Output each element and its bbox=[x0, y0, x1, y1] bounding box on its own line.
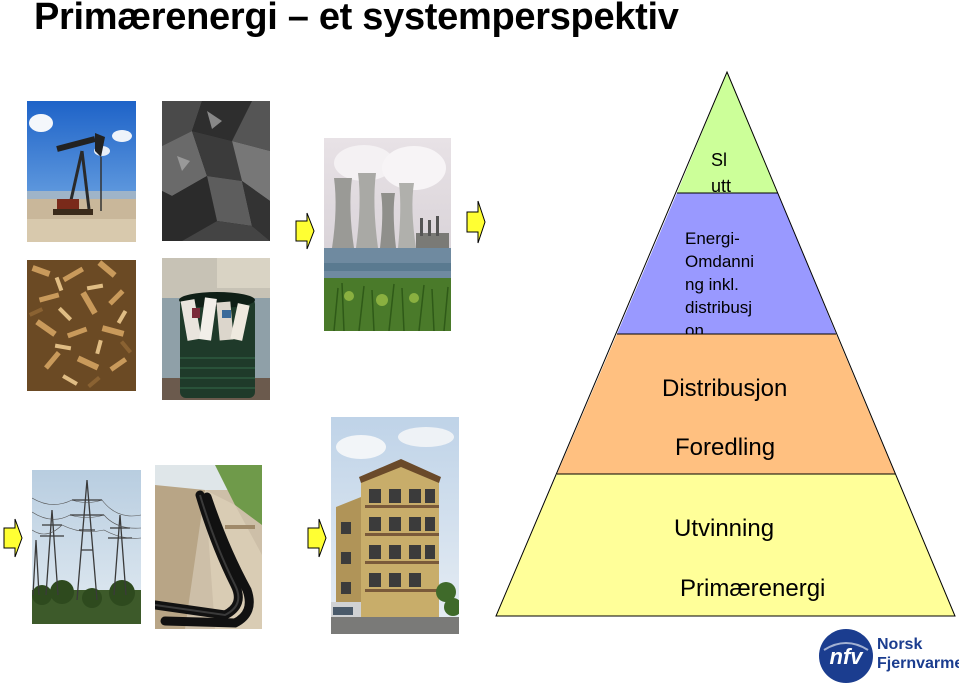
conversion-text-clip: Energi- Omdanni ng inkl. distribusj on bbox=[617, 193, 836, 334]
pyramid-conversion-line-4: distribusj bbox=[685, 298, 753, 317]
arrow-right-icon bbox=[466, 200, 486, 244]
pyramid-top-line-1: Sl bbox=[711, 150, 728, 170]
pyramid-level-middle bbox=[557, 334, 895, 474]
wood-chips-photo bbox=[27, 260, 136, 391]
district-heating-pipes-photo bbox=[155, 465, 262, 629]
oil-pump-photo bbox=[27, 101, 136, 242]
coal-photo bbox=[162, 101, 270, 241]
logo-line-1: Norsk bbox=[877, 636, 923, 653]
slide-title: Primærenergi – et systemperspektiv bbox=[34, 0, 679, 38]
arrow-right-icon bbox=[307, 518, 327, 558]
pyramid-conversion-line-1: Energi- bbox=[685, 229, 740, 248]
arrow-right-icon bbox=[3, 518, 23, 558]
arrow-right-icon bbox=[295, 212, 315, 250]
pyramid-top-line-2: utt bbox=[711, 176, 732, 196]
power-plant-photo bbox=[324, 138, 451, 331]
logo-line-2: Fjernvarme bbox=[877, 655, 959, 672]
building-photo bbox=[331, 417, 459, 634]
pyramid-base-line-1: Utvinning bbox=[674, 515, 775, 542]
pyramid-middle-line-2: Foredling bbox=[675, 434, 776, 461]
nfv-logo-icon: nfv bbox=[819, 629, 873, 683]
pyramid-level-base bbox=[496, 474, 955, 616]
pyramid-conversion-line-2: Omdanni bbox=[685, 252, 754, 271]
waste-bin-photo bbox=[162, 258, 270, 400]
norsk-fjernvarme-logo: nfv Norsk Fjernvarme bbox=[818, 628, 959, 683]
pyramid-base-line-2: Primærenergi bbox=[680, 575, 826, 602]
pyramid-middle-line-1: Distribusjon bbox=[662, 375, 788, 402]
logo-mark: nfv bbox=[830, 644, 865, 669]
pyramid-conversion-line-5: on bbox=[685, 321, 704, 334]
pyramid-conversion-line-3: ng inkl. bbox=[685, 275, 739, 294]
pyramid-level-conversion bbox=[617, 193, 836, 334]
pyramid-level-top bbox=[677, 72, 778, 193]
power-lines-photo bbox=[32, 470, 141, 624]
